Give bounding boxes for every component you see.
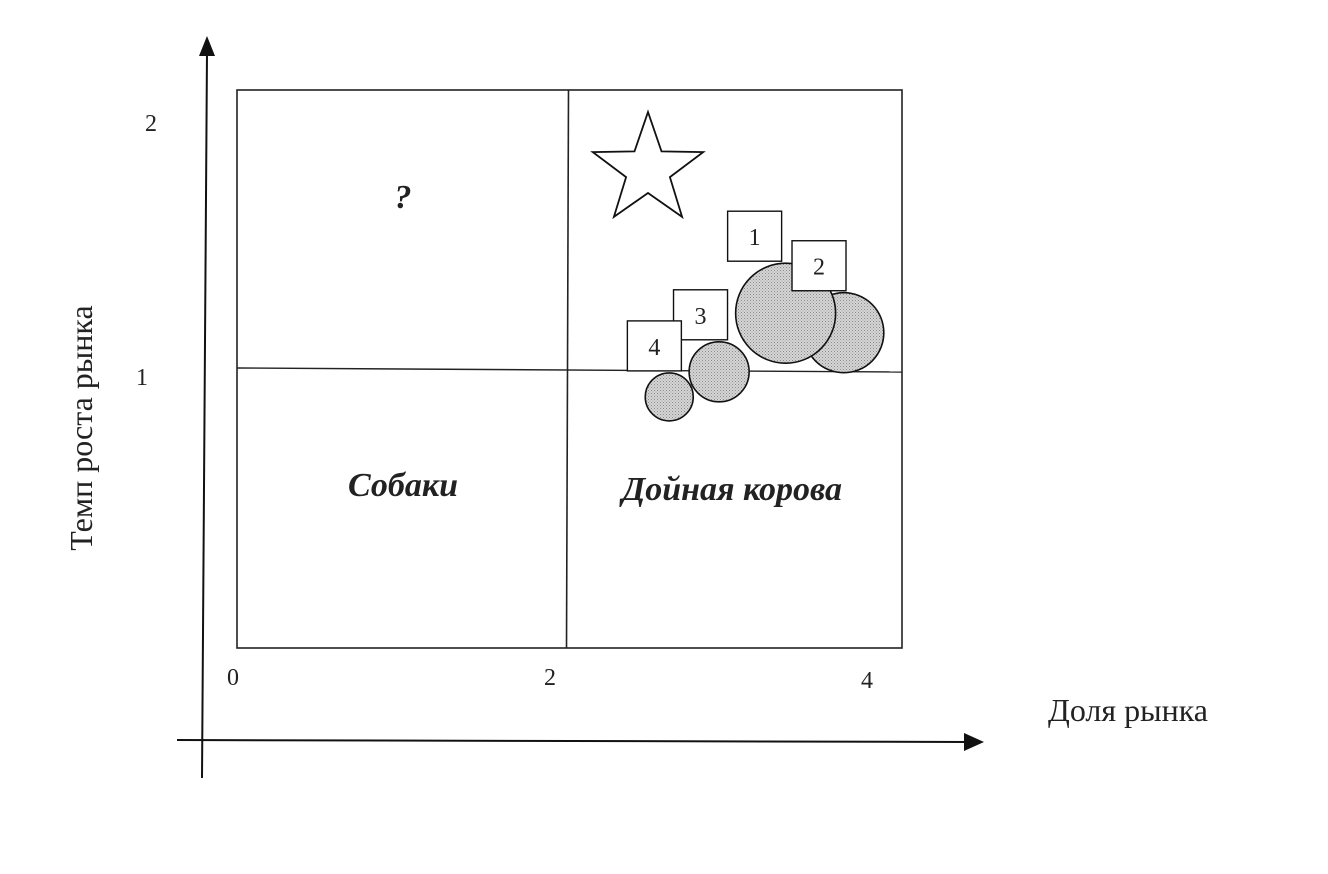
bubble-label-box-2 [791,240,847,292]
star-outline-icon [590,109,706,220]
y-axis-title: Темп роста рынка [63,305,99,550]
x-axis-title: Доля рынка [1048,692,1208,728]
y-axis-arrow [199,36,215,56]
y-axis-line [201,51,208,779]
bubble-3 [688,340,750,403]
vertical-divider [565,89,570,649]
bubble-label-1: 1 [749,225,761,251]
quadrant-label-dogs: Собаки [348,467,458,504]
y-tick-label: 2 [145,111,157,137]
x-axis-arrow [964,733,984,751]
bubbles-group: 1 2 3 4 [626,210,885,422]
quadrant-label-cash-cow: Дойная корова [619,471,842,508]
bubble-4 [644,372,695,422]
x-tick-label: 0 [227,665,239,691]
x-tick-label: 4 [861,668,873,694]
x-axis-line [176,739,969,743]
y-tick-label: 1 [136,365,148,391]
matrix-frame [236,89,903,649]
horizontal-divider [236,367,903,373]
bubble-label-2: 2 [813,255,825,281]
bubble-label-4: 4 [648,335,660,361]
bubble-label-box-4 [626,320,683,372]
quadrant-label-question: ? [395,179,412,216]
bubble-label-box-1 [726,210,783,262]
bubble-label-3: 3 [695,304,707,330]
x-tick-label: 2 [544,665,556,691]
bubble-label-box-3 [672,289,729,341]
